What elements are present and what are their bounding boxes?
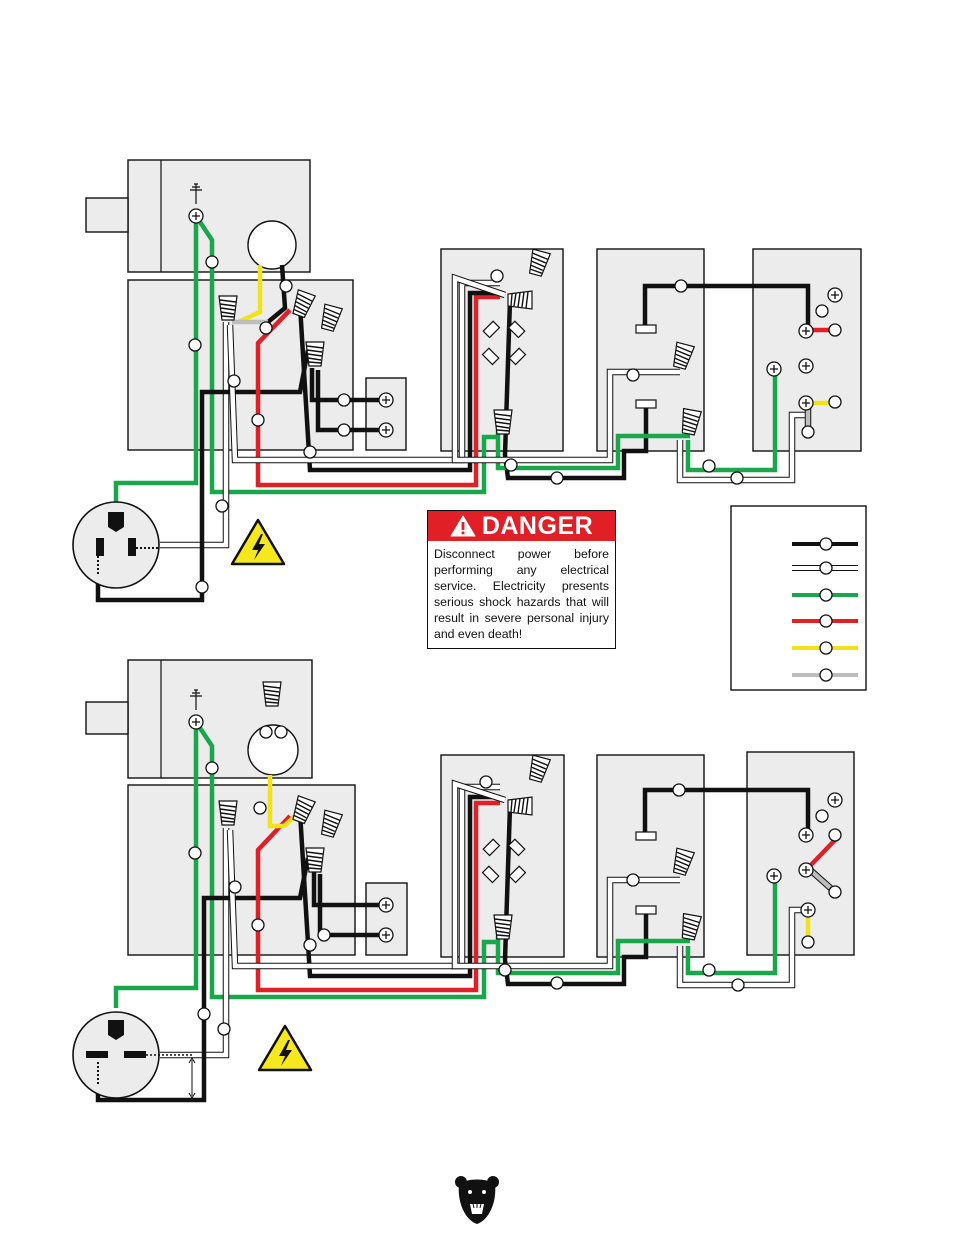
danger-header: DANGER [428, 511, 615, 541]
ground-terminal-icon [189, 209, 203, 223]
wire-nut-icon [263, 682, 281, 706]
danger-message: Disconnect power before performing any e… [428, 541, 615, 642]
receptacle-6-50 [73, 502, 160, 588]
warning-triangle-icon [450, 515, 476, 537]
wire-nut-icon [494, 410, 512, 434]
wire-nut-icon [306, 848, 324, 872]
terminal-icon [379, 928, 393, 942]
bottom-diagram [73, 660, 854, 1100]
terminal-icon [799, 863, 813, 877]
bear-logo-icon [455, 1176, 499, 1224]
ground-terminal-icon [189, 715, 203, 729]
danger-warning-label: DANGER Disconnect power before performin… [427, 510, 616, 649]
shock-hazard-icon [259, 1026, 311, 1070]
terminal-icon [828, 793, 842, 807]
capacitor [248, 725, 298, 775]
motor-shaft [86, 198, 128, 232]
terminal-icon [799, 828, 813, 842]
terminal-icon [767, 869, 781, 883]
danger-title: DANGER [482, 512, 593, 541]
terminal-icon [379, 898, 393, 912]
terminal-icon [379, 423, 393, 437]
terminal-icon [799, 324, 813, 338]
terminal-icon [799, 396, 813, 410]
motor-shaft [86, 702, 128, 734]
terminal-block [366, 378, 406, 450]
wire-nut-icon [219, 801, 237, 825]
capacitor [248, 221, 296, 269]
terminal-icon [379, 393, 393, 407]
terminal-block [366, 883, 407, 955]
wire-nut-icon [494, 915, 512, 939]
terminal-icon [799, 359, 813, 373]
terminal-icon [828, 288, 842, 302]
wire-nut-icon [219, 296, 237, 320]
terminal-icon [801, 903, 815, 917]
terminal-icon [767, 362, 781, 376]
relay-box [747, 752, 854, 955]
wire-color-legend [731, 506, 866, 690]
shock-hazard-icon [232, 520, 284, 564]
wire-nut-icon [508, 291, 532, 309]
wire-nut-icon [508, 797, 532, 815]
wire-nut-icon [306, 342, 324, 366]
